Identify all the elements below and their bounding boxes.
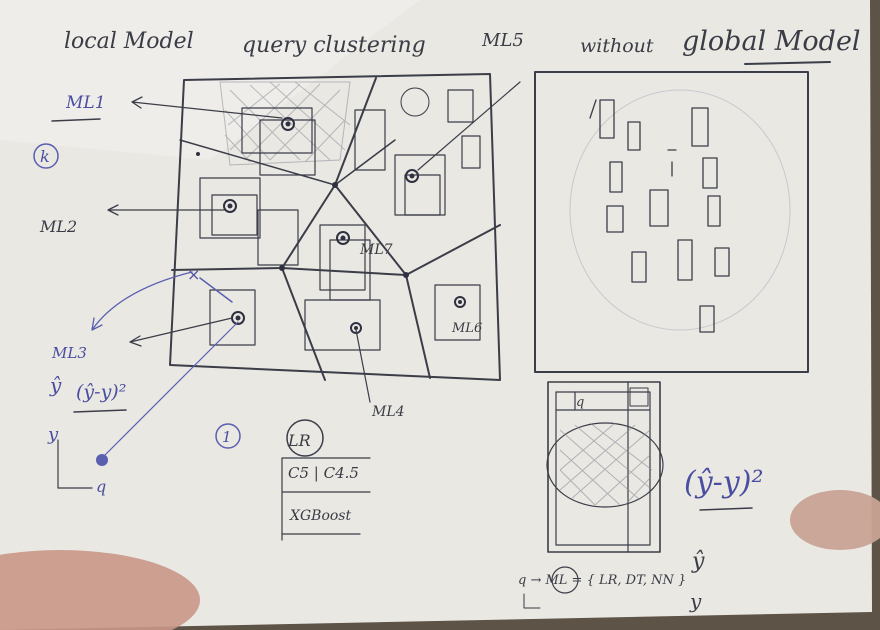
cluster-label-ml6: ML6 (451, 321, 482, 336)
local-model-labels: ML1 k ML2 ML3 ŷ (ŷ-y)² y q ML4 (33, 81, 521, 496)
training-table-sketch: q (546, 381, 664, 553)
query-point (96, 454, 108, 466)
label-error-left: (ŷ-y)² (76, 381, 126, 403)
table-label-q: q (576, 395, 584, 410)
label-y-hat-left: ŷ (49, 373, 62, 397)
ml-formula: q → ML = { LR, DT, NN } (518, 573, 686, 588)
global-model-sketch (534, 71, 809, 373)
models-list-number: 1 (222, 428, 232, 446)
cluster-label-ml4: ML4 (371, 404, 405, 420)
label-y-right: y (689, 589, 702, 613)
cluster-label-ml7: ML7 (359, 242, 393, 258)
label-k: k (40, 147, 50, 166)
heading-global-model: global Model (682, 26, 861, 57)
k-circle (33, 143, 59, 169)
model-item-xgboost: XGBoost (289, 508, 351, 524)
heading-query-clustering: query clustering (242, 33, 426, 58)
hand-bottom-left (0, 550, 200, 630)
label-q-left: q (96, 477, 106, 496)
label-ml1: ML1 (65, 93, 106, 113)
label-error-right: (ŷ-y)² (684, 465, 763, 500)
label-y-hat-right: ŷ (691, 549, 705, 574)
heading-local-model: local Model (64, 29, 194, 54)
label-ml3: ML3 (51, 344, 87, 362)
query-cross: × (187, 265, 200, 284)
label-y-left: y (47, 424, 59, 445)
models-list: 1 LR C5 | C4.5 XGBoost (215, 419, 371, 541)
finger-right (790, 490, 880, 550)
heading-ml5: ML5 (481, 30, 524, 51)
model-item-lr: LR (287, 431, 311, 450)
model-item-c5: C5 | C4.5 (288, 464, 359, 482)
label-ml2: ML2 (39, 217, 77, 236)
heading-without: without (580, 35, 654, 57)
query-clustering-sketch: ML7 ML6 × (169, 73, 501, 381)
right-formulas: (ŷ-y)² ŷ y q → ML = { LR, DT, NN } (518, 465, 763, 613)
